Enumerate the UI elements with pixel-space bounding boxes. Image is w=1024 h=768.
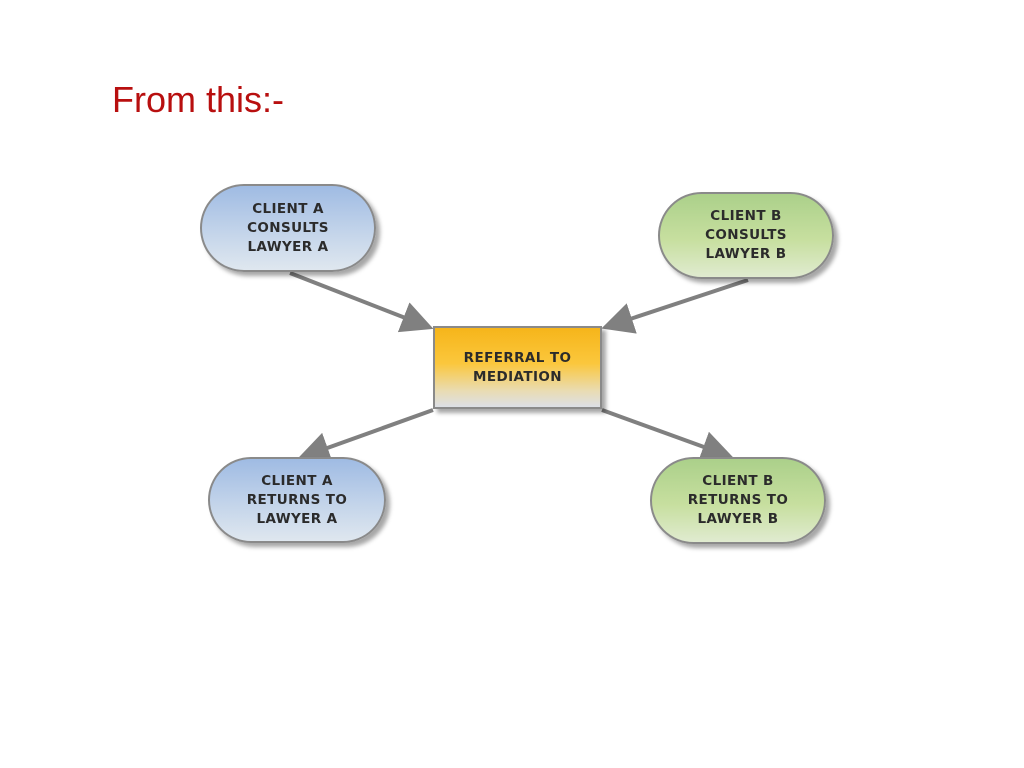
node-client-a-returns: CLIENT A RETURNS TO LAWYER A (208, 457, 386, 543)
arrow-referral-to-client-b-returns (601, 408, 734, 462)
node-referral-to-mediation: REFERRAL TO MEDIATION (433, 326, 602, 409)
node-client-a-consults: CLIENT A CONSULTS LAWYER A (200, 184, 376, 272)
node-client-b-returns-label: CLIENT B RETURNS TO LAWYER B (687, 473, 789, 527)
arrow-referral-to-client-a-returns (297, 408, 434, 463)
node-client-b-consults-label: CLIENT B CONSULTS LAWYER B (705, 208, 787, 262)
slide-heading: From this:- (112, 79, 285, 120)
arrow-client-b-to-referral (601, 278, 749, 334)
arrow-client-a-to-referral (289, 271, 434, 333)
node-client-b-consults: CLIENT B CONSULTS LAWYER B (658, 192, 834, 279)
node-client-b-returns: CLIENT B RETURNS TO LAWYER B (650, 457, 826, 544)
node-client-a-returns-label: CLIENT A RETURNS TO LAWYER A (246, 472, 348, 527)
node-referral-label: REFERRAL TO MEDIATION (463, 349, 572, 385)
node-client-a-consults-label: CLIENT A CONSULTS LAWYER A (247, 200, 329, 255)
